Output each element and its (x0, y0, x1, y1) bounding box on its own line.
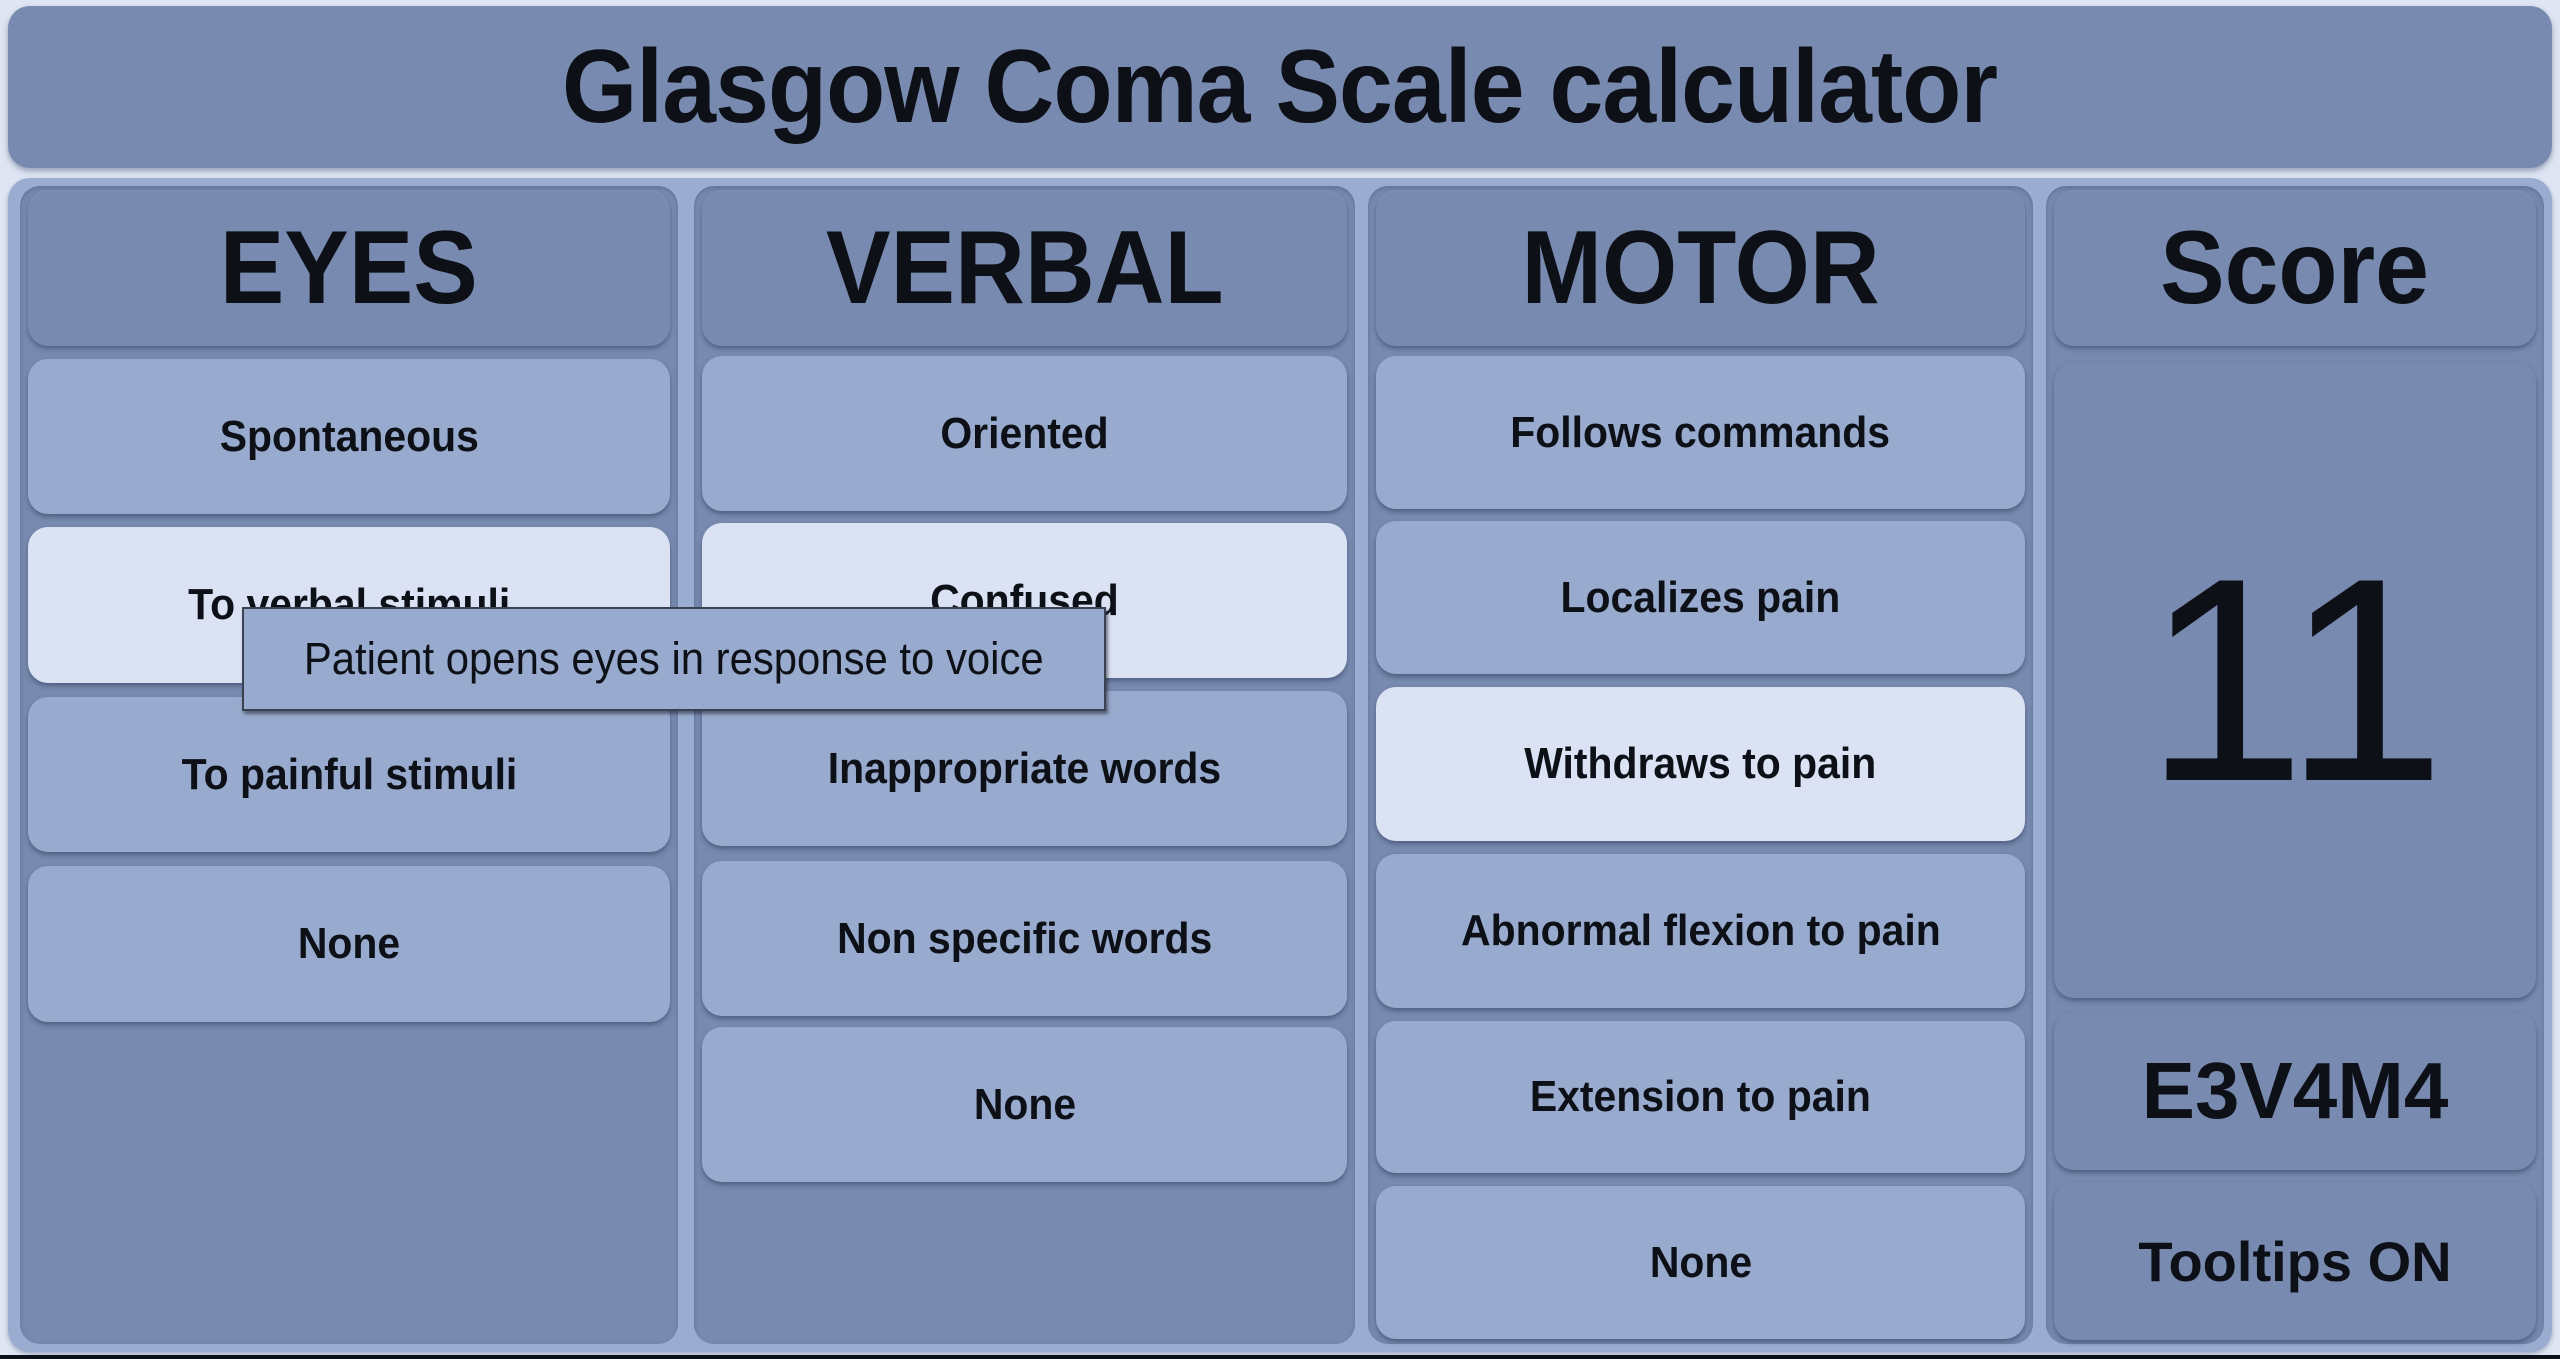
option-label: Inappropriate words (827, 743, 1222, 793)
motor-header-label: MOTOR (1521, 209, 1880, 326)
option-label: Oriented (940, 408, 1109, 458)
score-breakdown: E3V4M4 (2054, 1012, 2536, 1170)
score-header: Score (2054, 190, 2536, 346)
option-label: Withdraws to pain (1524, 739, 1877, 788)
score-total-value: 11 (2144, 517, 2446, 842)
motor-option-none[interactable]: None (1376, 1186, 2025, 1339)
option-label: Extension to pain (1529, 1072, 1872, 1121)
score-panel: Score 11 E3V4M4 Tooltips ON (2046, 186, 2544, 1344)
motor-header: MOTOR (1376, 190, 2025, 346)
motor-panel: MOTOR Follows commands Localizes pain Wi… (1368, 186, 2033, 1344)
option-label: None (297, 919, 401, 968)
option-label: Spontaneous (219, 411, 479, 461)
eyes-option-spontaneous[interactable]: Spontaneous (28, 359, 670, 514)
option-label: Localizes pain (1560, 572, 1841, 622)
score-header-label: Score (2160, 209, 2430, 326)
motor-option-withdraws-to-pain[interactable]: Withdraws to pain (1376, 687, 2025, 841)
verbal-option-none[interactable]: None (702, 1027, 1347, 1182)
eyes-header-label: EYES (219, 209, 479, 326)
verbal-header-label: VERBAL (825, 209, 1224, 326)
option-label: Abnormal flexion to pain (1460, 906, 1941, 955)
tooltips-toggle-button[interactable]: Tooltips ON (2054, 1182, 2536, 1340)
score-code-value: E3V4M4 (2141, 1046, 2449, 1135)
verbal-option-non-specific-words[interactable]: Non specific words (702, 861, 1347, 1016)
verbal-panel: VERBAL Oriented Confused Inappropriate w… (694, 186, 1355, 1344)
eyes-panel: EYES Spontaneous To verbal stimuli To pa… (20, 186, 678, 1344)
option-label: Non specific words (836, 913, 1213, 963)
option-label: To painful stimuli (181, 749, 517, 799)
bottom-edge (0, 1355, 2560, 1359)
option-label: None (1649, 1237, 1752, 1287)
eyes-option-to-painful-stimuli[interactable]: To painful stimuli (28, 697, 670, 852)
tooltip: Patient opens eyes in response to voice (242, 607, 1106, 711)
eyes-option-none[interactable]: None (28, 866, 670, 1022)
verbal-header: VERBAL (702, 190, 1347, 346)
title-bar: Glasgow Coma Scale calculator (8, 6, 2552, 168)
score-total: 11 (2054, 362, 2536, 998)
motor-option-abnormal-flexion[interactable]: Abnormal flexion to pain (1376, 854, 2025, 1008)
eyes-header: EYES (28, 190, 670, 346)
motor-option-follows-commands[interactable]: Follows commands (1376, 356, 2025, 509)
calculator-body: EYES Spontaneous To verbal stimuli To pa… (8, 178, 2552, 1352)
tooltip-text: Patient opens eyes in response to voice (304, 633, 1044, 684)
verbal-option-oriented[interactable]: Oriented (702, 356, 1347, 511)
verbal-option-inappropriate-words[interactable]: Inappropriate words (702, 691, 1347, 846)
motor-option-extension-to-pain[interactable]: Extension to pain (1376, 1021, 2025, 1173)
motor-option-localizes-pain[interactable]: Localizes pain (1376, 521, 2025, 674)
option-label: Follows commands (1510, 407, 1891, 457)
option-label: None (973, 1079, 1076, 1129)
page-title: Glasgow Coma Scale calculator (562, 28, 1998, 145)
tooltips-toggle-label: Tooltips ON (2138, 1229, 2452, 1293)
